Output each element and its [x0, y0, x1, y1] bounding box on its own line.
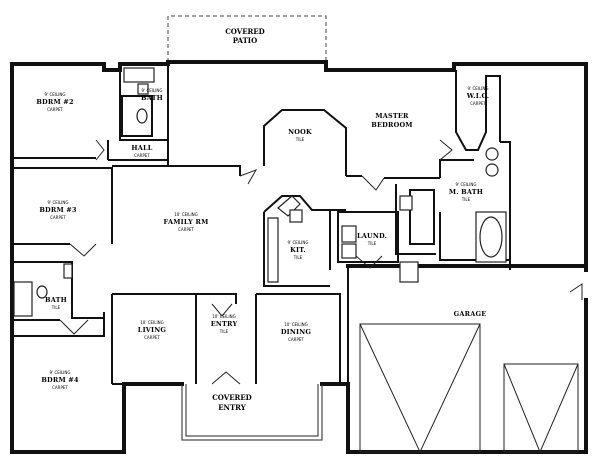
doors [59, 139, 583, 385]
entry-floor: TILE [219, 329, 229, 334]
utility-box [399, 261, 419, 283]
water-heater [399, 195, 413, 211]
nook-floor: TILE [295, 137, 305, 142]
dining-note: 10' CEILING [284, 322, 307, 327]
bath2-note: 9' CEILING [142, 88, 163, 93]
door-master [361, 175, 385, 191]
door-bedroom3 [69, 243, 97, 257]
bathtub-main [13, 281, 33, 317]
entry-note: 10' CEILING [212, 314, 235, 319]
entry-label: ENTRY [211, 320, 238, 328]
covered-entry-label: COVERED [212, 393, 252, 402]
covered-entry-label-2: ENTRY [218, 403, 247, 412]
bathtub-2 [123, 67, 155, 83]
master-bath-label: M. BATH [449, 188, 483, 196]
bedroom4-label: BDRM #4 [41, 376, 79, 384]
kitchen-label: KIT. [290, 246, 306, 254]
interior-walls [12, 66, 588, 452]
bath-label: BATH [45, 296, 67, 304]
dining-floor: CARPET [288, 337, 304, 342]
door-laundry [355, 255, 383, 269]
master-bath-floor: TILE [461, 197, 471, 202]
fixtures [13, 67, 507, 317]
bedroom3-note: 9' CEILING [48, 200, 69, 205]
covered-patio-label: COVERED [225, 27, 265, 36]
bedroom3-floor: CARPET [50, 215, 66, 220]
door-bedroom4 [59, 319, 89, 335]
master-bath-note: 9' CEILING [456, 182, 477, 187]
living-floor: CARPET [144, 335, 160, 340]
door-wic [439, 139, 453, 161]
hall-floor: CARPET [134, 153, 150, 158]
bedroom4-floor: CARPET [52, 385, 68, 390]
master-bedroom-label-2: BEDROOM [371, 121, 412, 129]
family-room-label: FAMILY RM [164, 218, 209, 226]
master-tub-basin [479, 216, 503, 258]
door-bedroom2 [95, 139, 105, 161]
kitchen-cooktop [289, 209, 303, 223]
bedroom4-note: 9' CEILING [50, 370, 71, 375]
kitchen-floor: TILE [293, 255, 303, 260]
family-room-floor: CARPET [178, 227, 194, 232]
laundry-floor: TILE [367, 241, 377, 246]
wic-label: W.I.C. [466, 92, 489, 100]
master-sink-2 [485, 163, 499, 177]
covered-patio: COVERED PATIO [167, 15, 327, 62]
door-garage-side [569, 283, 583, 300]
kitchen-counter-corner [277, 195, 301, 217]
bedroom2-label: BDRM #2 [36, 98, 73, 106]
garage-doors [359, 323, 579, 454]
master-sink-1 [485, 147, 499, 161]
door-nook [239, 169, 258, 185]
bedroom2-floor: CARPET [47, 107, 63, 112]
living-label: LIVING [138, 326, 167, 334]
wic-floor: CARPET [470, 101, 486, 106]
garage-label: GARAGE [454, 310, 487, 318]
toilet-main [36, 285, 48, 299]
sink-2 [137, 83, 149, 95]
room-labels: 9' CEILING BDRM #2 CARPET 9' CEILING BAT… [36, 86, 489, 412]
dryer [341, 243, 357, 259]
sink-main [63, 263, 73, 279]
kitchen-counter-west [267, 217, 279, 283]
door-front [211, 371, 241, 385]
covered-patio-label-2: PATIO [233, 36, 257, 45]
bedroom2-note: 9' CEILING [45, 92, 66, 97]
living-note: 10' CEILING [140, 320, 163, 325]
bath-floor: TILE [51, 305, 61, 310]
dining-label: DINING [281, 328, 312, 336]
washer [341, 225, 357, 243]
laundry-label: LAUND. [357, 232, 387, 240]
bath2-label: BATH [141, 94, 163, 102]
family-room-note: 10' CEILING [174, 212, 197, 217]
door-entry-closet [211, 303, 233, 317]
hall-label: HALL [131, 144, 152, 152]
master-bedroom-label: MASTER [375, 112, 409, 120]
toilet-2 [136, 108, 148, 124]
wic-note: 9' CEILING [468, 86, 489, 91]
kitchen-note: 9' CEILING [288, 240, 309, 245]
nook-label: NOOK [288, 128, 312, 136]
bedroom3-label: BDRM #3 [39, 206, 77, 214]
